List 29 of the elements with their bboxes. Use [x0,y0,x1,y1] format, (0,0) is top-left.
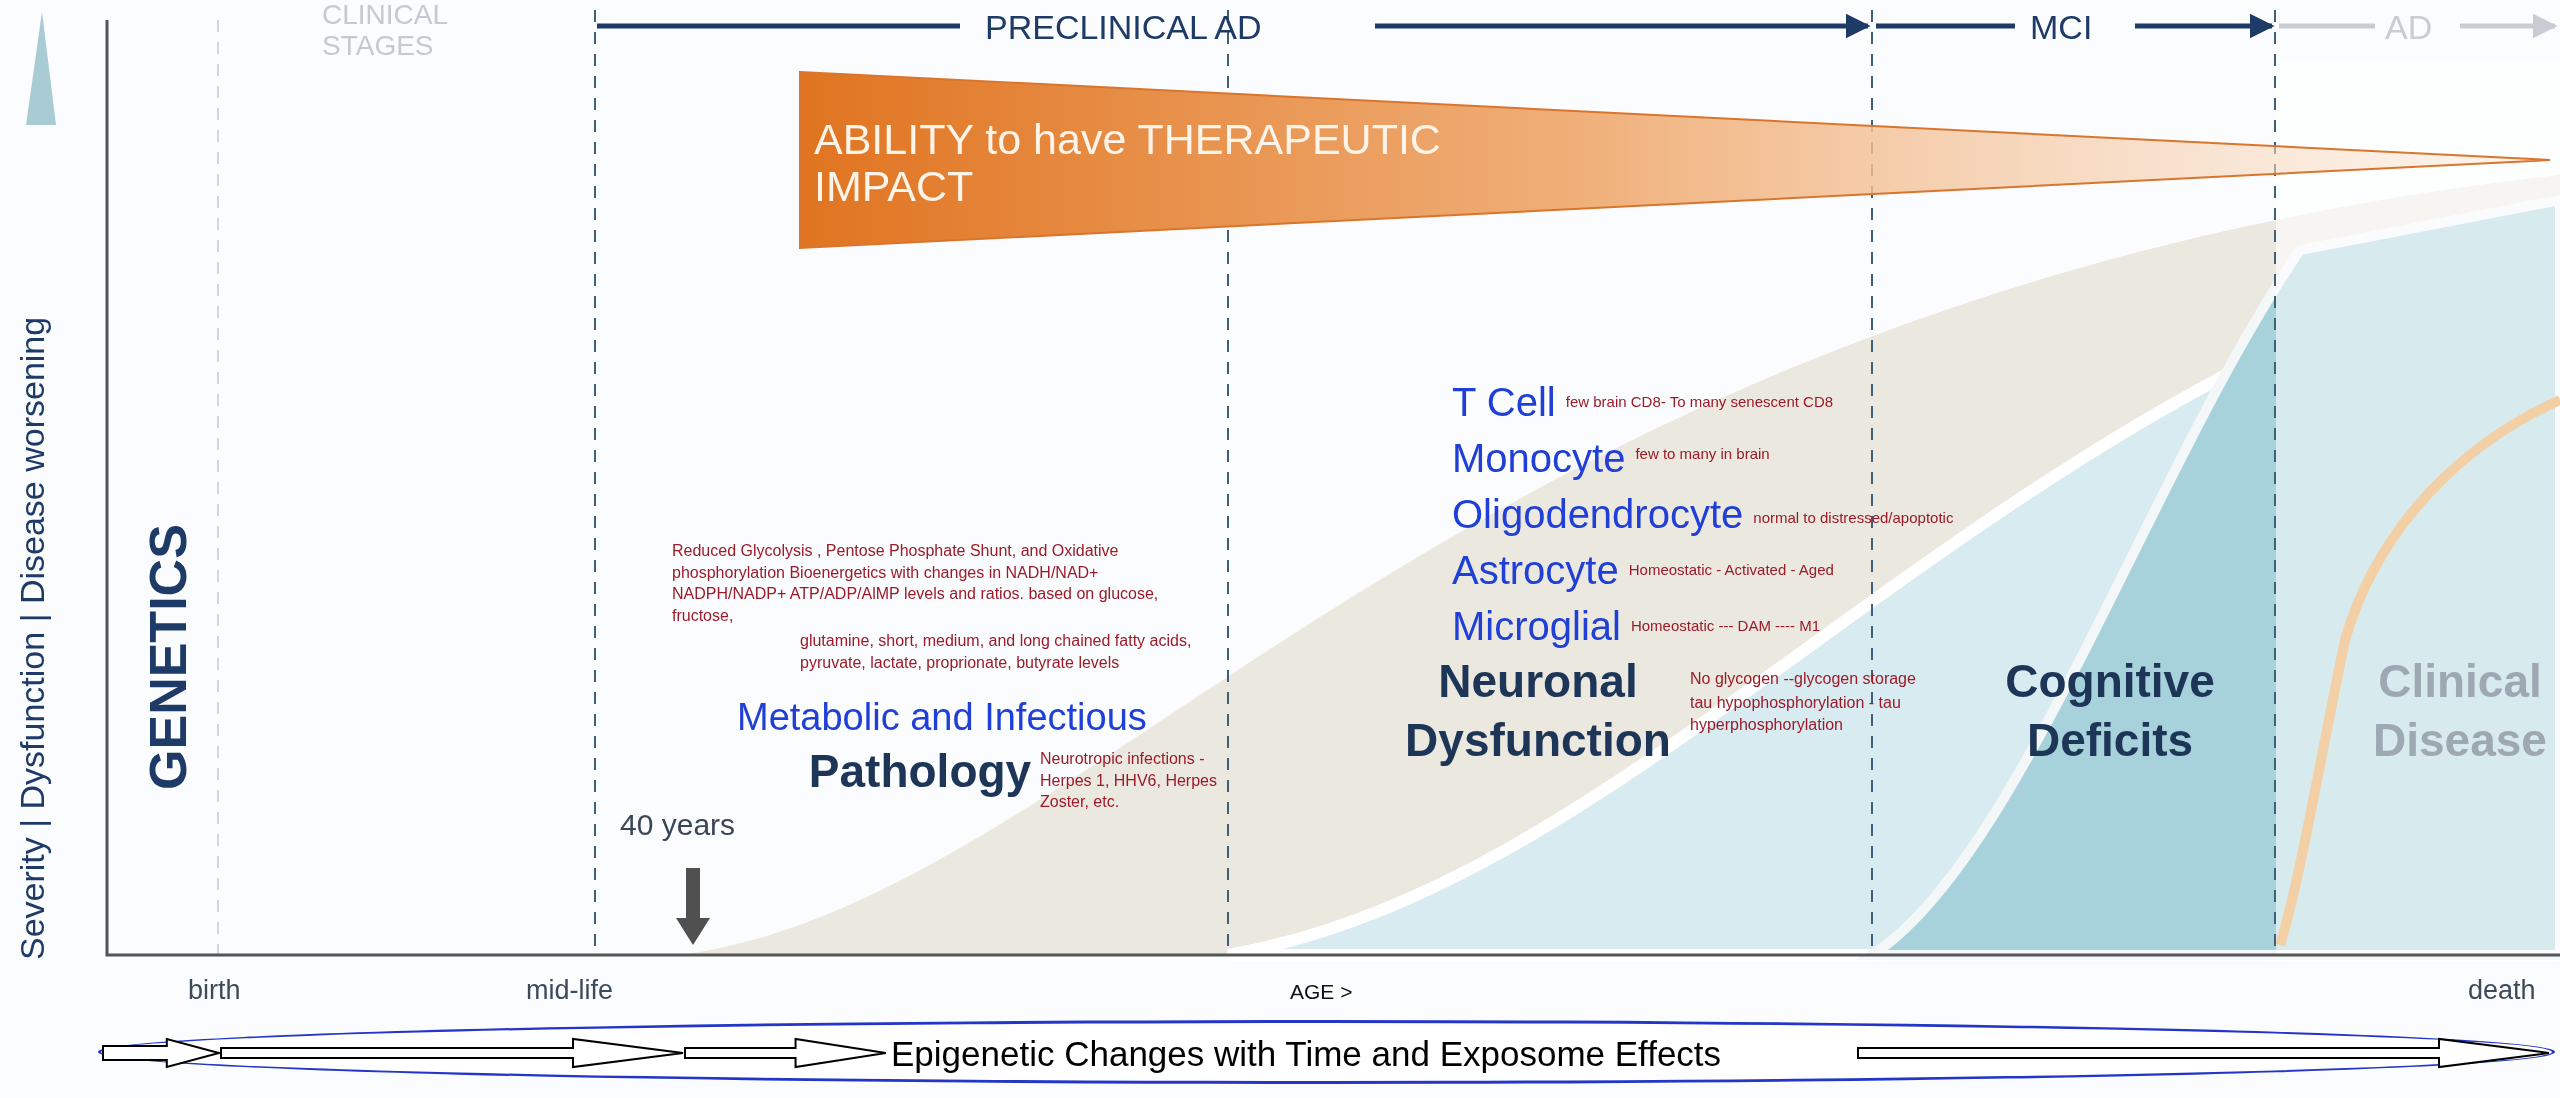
metabolic-note: glutamine, short, medium, and long chained fatty acids, pyruvate, lactate, proprionate, butyrate levels [800,631,1193,673]
axis-title: Severity | Dysfunction | Disease worsening [12,315,52,960]
neuronal-note: tau hypophosphorylation - tau hyperphosphorylation [1690,693,1902,735]
genetics-label: GENETICS [138,523,198,790]
cell-type-label: Oligodendrocyte [1452,491,1744,538]
cell-state-note: few to many in brain [1635,444,1770,464]
axis-tick-label: birth [188,975,241,1006]
cell-state-note: Homeostatic - Activated - Aged [1628,560,1834,580]
stage-title: Cognitive Deficits [2004,654,2216,768]
axis-tick-label: mid-life [526,975,613,1006]
stage-title: Neuronal Dysfunction [1404,654,1672,768]
stage-label: PRECLINICAL AD [985,8,1262,47]
axis-tick-label: death [2468,975,2536,1006]
cell-type-label: Astrocyte [1452,547,1619,594]
neuronal-note: No glycogen --glycogen storage [1690,669,1916,689]
oval-label: Epigenetic Changes with Time and Exposome Effects [891,1034,1722,1074]
infection-note: Neurotropic infections - Herpes 1, HHV6, Herpes Zoster, etc. [1040,749,1218,813]
age-marker-label: 40 years [620,808,736,842]
cell-state-note: few brain CD8- To many senescent CD8 [1565,392,1834,412]
stage-label: MCI [2030,8,2093,47]
axis-label: AGE > [1290,980,1353,1004]
cell-type-label: Monocyte [1452,435,1626,482]
cell-type-label: Microglial [1452,603,1621,650]
cell-state-note: normal to distressed/apoptotic [1753,508,1954,528]
cell-type-label: T Cell [1452,379,1556,426]
wedge-label: ABILITY to have THERAPEUTIC IMPACT [814,116,1442,211]
pathology-heading: Metabolic and Infectious [737,696,1147,739]
stage-title: Clinical Disease [2372,654,2548,768]
cell-state-note: Homeostatic --- DAM ---- M1 [1630,616,1821,636]
